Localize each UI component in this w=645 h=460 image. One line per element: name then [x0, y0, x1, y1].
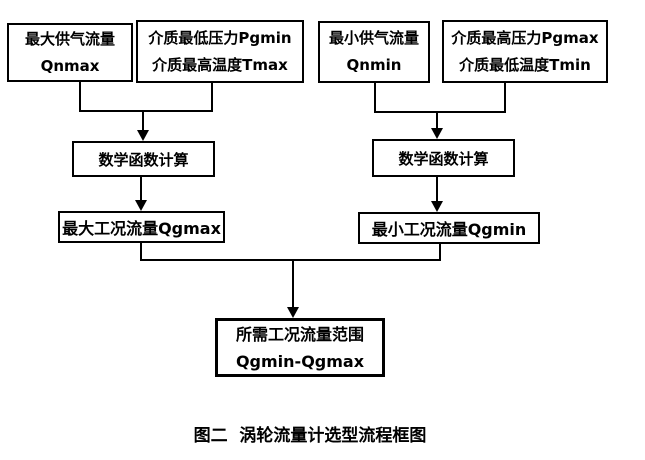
box-label-line1: 最小供气流量	[328, 29, 419, 47]
box-medium-max-pressure-min-temp: 介质最高压力Pgmax 介质最低温度Tmin	[442, 20, 608, 83]
box-max-supply-flow: 最大供气流量 Qnmax	[7, 23, 133, 82]
box-label-line1: 介质最低压力Pgmin	[148, 28, 292, 47]
connector-line	[140, 259, 441, 261]
box-required-flow-range: 所需工况流量范围 Qgmin-Qgmax	[215, 318, 385, 377]
arrow-down-head	[137, 130, 149, 141]
box-label-line2: Qnmin	[346, 56, 402, 74]
connector-line	[374, 111, 506, 113]
arrow-down-head	[287, 307, 299, 318]
box-medium-min-pressure-max-temp: 介质最低压力Pgmin 介质最高温度Tmax	[136, 20, 304, 83]
box-label: 最小工况流量Qgmin	[371, 220, 527, 239]
connector-line	[374, 82, 376, 113]
connector-line	[436, 177, 438, 202]
box-label: 最大工况流量Qgmax	[62, 219, 221, 238]
arrow-down-head	[431, 128, 443, 139]
box-label-line1: 最大供气流量	[24, 29, 115, 48]
connector-line	[436, 113, 438, 130]
connector-line	[140, 243, 142, 261]
connector-line	[504, 82, 506, 113]
box-min-working-flow: 最小工况流量Qgmin	[358, 212, 540, 244]
connector-line	[439, 244, 441, 261]
connector-line	[292, 261, 294, 308]
box-label: 数学函数计算	[98, 150, 189, 169]
figure-caption: 图二 涡轮流量计选型流程框图	[193, 426, 427, 446]
box-math-function-calc-right: 数学函数计算	[372, 139, 515, 177]
box-min-supply-flow: 最小供气流量 Qnmin	[318, 21, 430, 83]
box-math-function-calc-left: 数学函数计算	[72, 141, 215, 177]
box-max-working-flow: 最大工况流量Qgmax	[58, 211, 225, 243]
box-label-line1: 所需工况流量范围	[235, 324, 364, 344]
connector-line	[79, 81, 81, 112]
box-label-line1: 介质最高压力Pgmax	[451, 28, 599, 47]
box-label-line2: Qnmax	[40, 56, 100, 75]
connector-line	[142, 112, 144, 132]
box-label-line2: 介质最低温度Tmin	[459, 55, 591, 74]
arrow-down-head	[431, 201, 443, 212]
box-label: 数学函数计算	[398, 149, 489, 168]
box-label-line2: Qgmin-Qgmax	[235, 351, 365, 371]
connector-line	[140, 177, 142, 201]
box-label-line2: 介质最高温度Tmax	[152, 55, 288, 74]
connector-line	[211, 82, 213, 112]
connector-line	[79, 110, 213, 112]
arrow-down-head	[135, 200, 147, 211]
